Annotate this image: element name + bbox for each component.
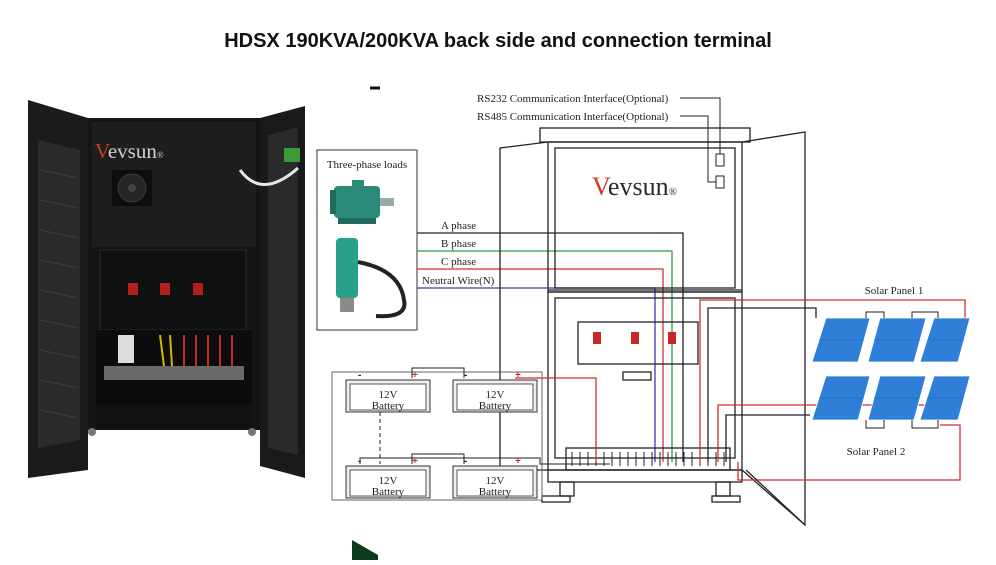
pump-icon bbox=[336, 238, 407, 319]
battery-1-neg: - bbox=[358, 370, 361, 381]
page-title: HDSX 190KVA/200KVA back side and connect… bbox=[224, 30, 772, 52]
loads-title: Three-phase loads bbox=[327, 159, 407, 171]
phase-label-a: A phase bbox=[441, 220, 476, 232]
battery-1-pos: + bbox=[412, 370, 418, 381]
solar-panels bbox=[811, 317, 971, 421]
motor-icon bbox=[330, 180, 394, 224]
rs232-label: RS232 Communication Interface(Optional) bbox=[477, 93, 669, 105]
brand-logo-diagram: Vevsun® bbox=[592, 172, 677, 201]
battery-4-voltage: 12V bbox=[486, 475, 505, 487]
comm-lines bbox=[680, 97, 725, 189]
battery-3-neg: - bbox=[358, 456, 361, 467]
battery-2-voltage: 12V bbox=[486, 389, 505, 401]
battery-3-pos: + bbox=[412, 456, 418, 467]
battery-group bbox=[331, 367, 610, 501]
battery-3-label: Battery bbox=[372, 486, 405, 498]
phase-label-b: B phase bbox=[441, 238, 476, 250]
phase-label-n: Neutral Wire(N) bbox=[422, 275, 495, 287]
battery-1-voltage: 12V bbox=[379, 389, 398, 401]
battery-2-label: Battery bbox=[479, 400, 512, 412]
battery-1-label: Battery bbox=[372, 400, 405, 412]
phase-label-c: C phase bbox=[441, 256, 476, 268]
battery-4-label: Battery bbox=[479, 486, 512, 498]
brand-logo-photo: Vevsun® bbox=[95, 139, 164, 163]
battery-3-voltage: 12V bbox=[379, 475, 398, 487]
battery-4-pos: + bbox=[515, 456, 521, 467]
solar-wires bbox=[699, 299, 966, 526]
battery-2-neg: - bbox=[464, 370, 467, 381]
loads-box bbox=[316, 149, 418, 331]
battery-2-pos: + bbox=[515, 370, 521, 381]
cabinet-photo bbox=[28, 100, 305, 478]
solar-panel-2-label: Solar Panel 2 bbox=[847, 446, 906, 458]
rs485-label: RS485 Communication Interface(Optional) bbox=[477, 111, 669, 123]
battery-4-neg: - bbox=[464, 456, 467, 467]
solar-panel-1-label: Solar Panel 1 bbox=[865, 285, 924, 297]
